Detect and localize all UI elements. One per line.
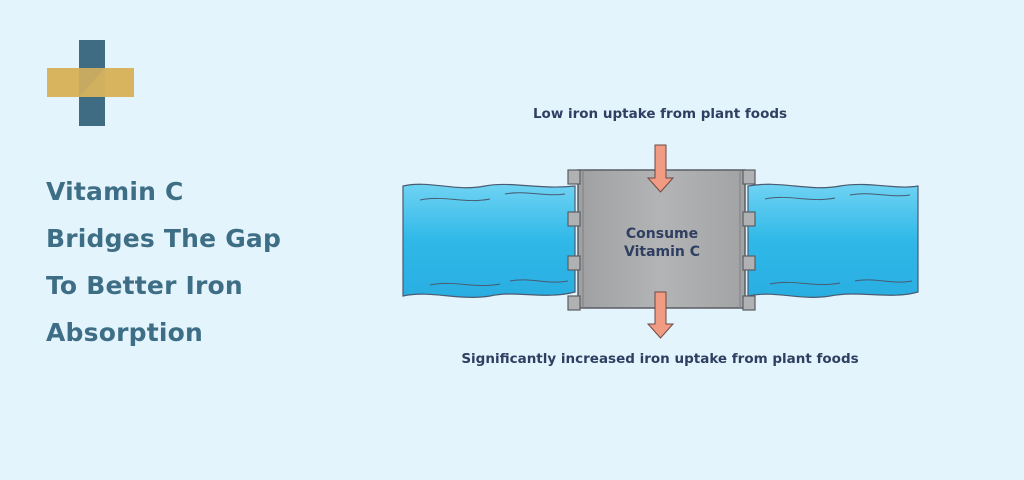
- headline-line-3: To Better Iron: [46, 271, 243, 300]
- headline-line-1: Vitamin C: [46, 177, 184, 206]
- clamp-left-2: [567, 211, 581, 227]
- clamp-right-3: [742, 255, 756, 271]
- input-label: Low iron uptake from plant foods: [532, 106, 788, 122]
- medical-cross-logo: [47, 40, 134, 126]
- water-channel-left: [402, 183, 576, 298]
- vitamin-c-box: [567, 169, 756, 311]
- clamp-left-3: [567, 255, 581, 271]
- box-body: [577, 169, 746, 309]
- clamp-left-4: [567, 295, 581, 311]
- headline-line-4: Absorption: [46, 318, 204, 347]
- box-label-line-1: Consume: [625, 226, 699, 242]
- clamp-right-2: [742, 211, 756, 227]
- box-label: Consume Vitamin C: [583, 225, 741, 261]
- box-label-line-2: Vitamin C: [623, 244, 701, 260]
- output-label: Significantly increased iron uptake from…: [461, 351, 859, 367]
- headline-line-2: Bridges The Gap: [46, 224, 282, 253]
- arrow-down-input: [646, 144, 675, 193]
- clamp-right-1: [742, 169, 756, 185]
- clamp-right-4: [742, 295, 756, 311]
- arrow-down-output: [646, 291, 675, 339]
- headline: Vitamin C Bridges The Gap To Better Iron…: [46, 168, 346, 356]
- water-channel-right: [747, 183, 919, 298]
- clamp-left-1: [567, 169, 581, 185]
- logo-gold-corner: [79, 68, 105, 97]
